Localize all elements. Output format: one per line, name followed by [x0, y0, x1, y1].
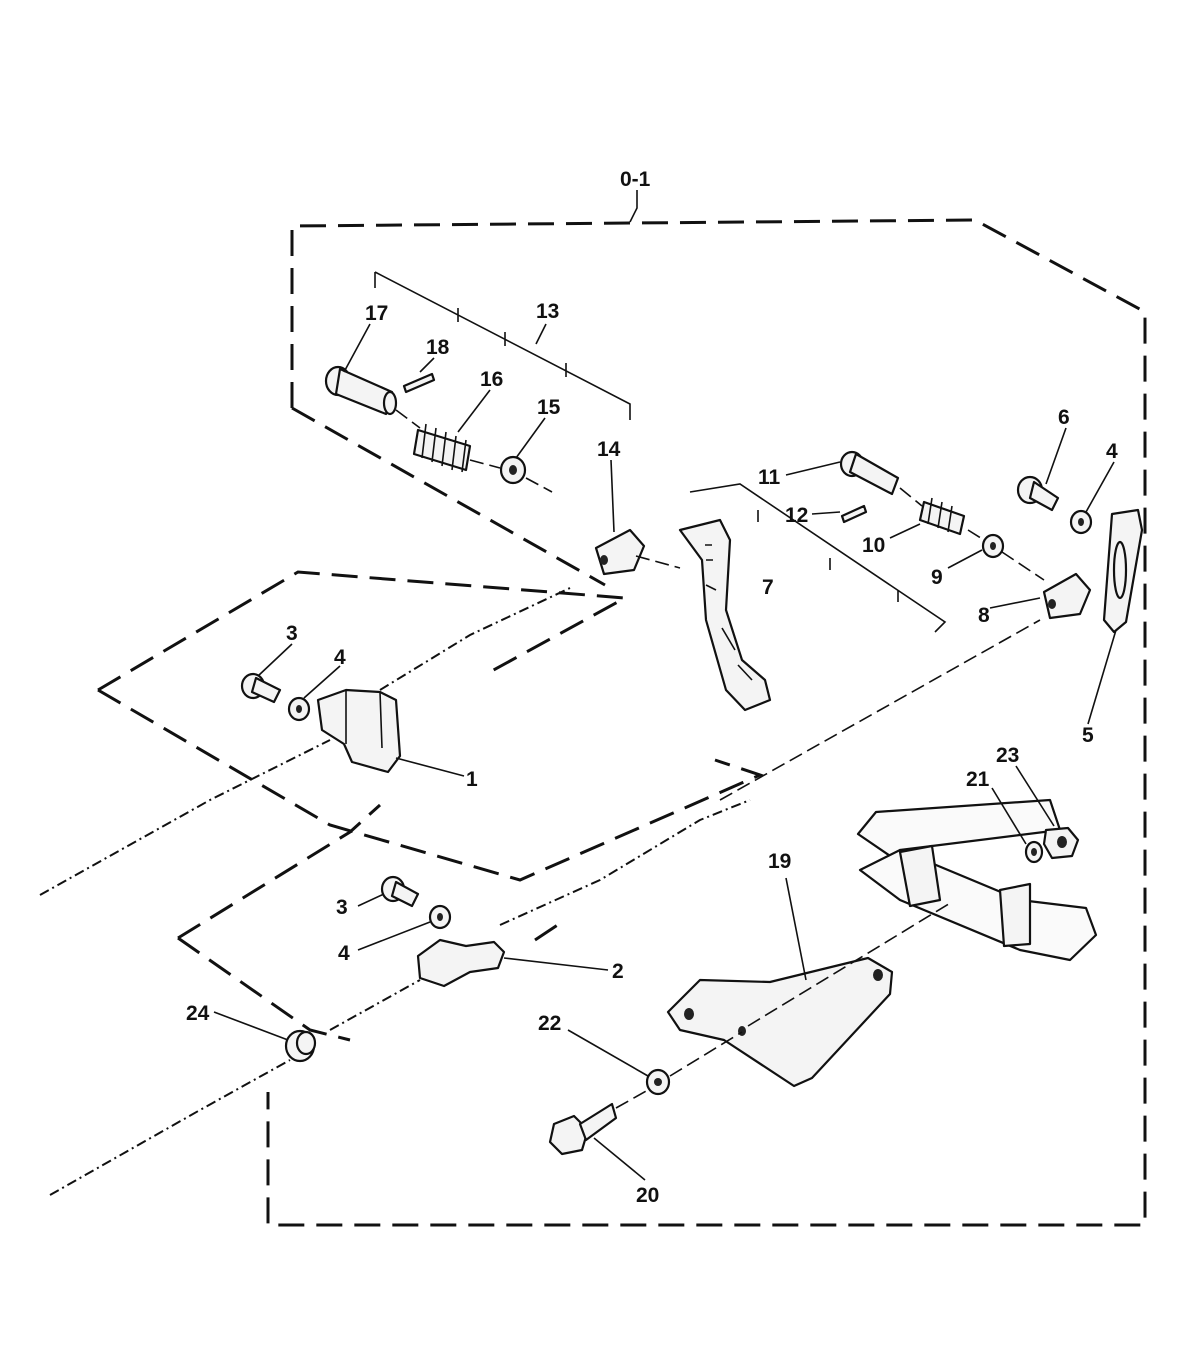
cable-upper — [39, 587, 571, 896]
kit-13-bracket — [374, 271, 631, 420]
callout-3-lower: 3 — [336, 896, 348, 919]
callout-21: 21 — [966, 768, 990, 791]
callout-4-upper-left: 4 — [334, 646, 346, 669]
throttle-lever-arm — [678, 518, 772, 712]
callout-13: 13 — [536, 300, 559, 323]
callout-12: 12 — [785, 504, 808, 527]
bracket-2-boundary — [177, 803, 566, 1042]
washer-9 — [981, 533, 1005, 559]
axis-11-5 — [899, 487, 1045, 581]
callout-16: 16 — [480, 368, 503, 391]
clevis-14 — [594, 528, 646, 576]
callout-4-lower: 4 — [338, 942, 350, 965]
callout-10: 10 — [862, 534, 885, 557]
callout-24: 24 — [186, 1002, 210, 1025]
washer-21 — [1024, 840, 1044, 864]
cotter-pin-18 — [402, 372, 436, 394]
clevis-8 — [1042, 572, 1092, 620]
bolt-17 — [324, 365, 398, 416]
axis-17-15 — [395, 409, 553, 493]
pin-12 — [840, 504, 868, 524]
callout-0-1: 0-1 — [620, 168, 651, 191]
callout-22: 22 — [538, 1012, 561, 1035]
callout-labels: 0-1 17 18 13 16 15 14 11 12 10 7 9 8 6 4… — [186, 168, 1118, 1207]
callout-15: 15 — [537, 396, 561, 419]
nut-23 — [1042, 826, 1080, 860]
washer-4-lower — [428, 904, 452, 930]
axis-cable-to-lever — [719, 619, 1041, 801]
bolt-20 — [548, 1102, 618, 1156]
callout-19: 19 — [768, 850, 791, 873]
grommet-24 — [284, 1029, 317, 1063]
washer-4-upper — [1069, 509, 1093, 535]
callout-20: 20 — [636, 1184, 659, 1207]
callout-6: 6 — [1058, 406, 1070, 429]
bracket-1-boundary — [97, 570, 765, 882]
callout-17: 17 — [365, 302, 388, 325]
callout-23: 23 — [996, 744, 1019, 767]
axis-14-arm — [635, 555, 681, 569]
callout-14: 14 — [597, 438, 621, 461]
mounting-bracket-19 — [666, 956, 894, 1088]
washer-15 — [499, 455, 527, 485]
callout-5: 5 — [1082, 724, 1094, 747]
callout-18: 18 — [426, 336, 450, 359]
assembly-boundary-0-1 — [266, 218, 1147, 1227]
callout-2: 2 — [612, 960, 624, 983]
callout-4-upper-right: 4 — [1106, 440, 1118, 463]
callout-3-upper: 3 — [286, 622, 298, 645]
bracket-1 — [316, 688, 402, 774]
cable-middle — [499, 799, 751, 926]
spring-10 — [918, 497, 966, 536]
washer-22 — [645, 1068, 671, 1096]
frame-tube — [856, 798, 1098, 962]
bolt-11 — [839, 450, 900, 496]
kit-7-bracket — [689, 483, 947, 633]
callout-7: 7 — [762, 576, 774, 599]
washer-4-left — [287, 696, 311, 722]
callout-1: 1 — [466, 768, 478, 791]
screw-3-upper — [240, 672, 282, 704]
spring-16 — [412, 423, 472, 473]
callout-11: 11 — [758, 466, 781, 489]
assembly-boundary-0-1-lower — [291, 406, 606, 587]
cable-lower — [49, 979, 421, 1196]
bolt-6 — [1016, 475, 1060, 512]
link-plate-5 — [1102, 508, 1144, 634]
bracket-2 — [416, 938, 506, 988]
axis-20-19 — [615, 901, 953, 1109]
leader-lines — [213, 190, 1117, 1181]
callout-9: 9 — [931, 566, 943, 589]
callout-8: 8 — [978, 604, 990, 627]
screw-3-lower — [380, 875, 420, 908]
